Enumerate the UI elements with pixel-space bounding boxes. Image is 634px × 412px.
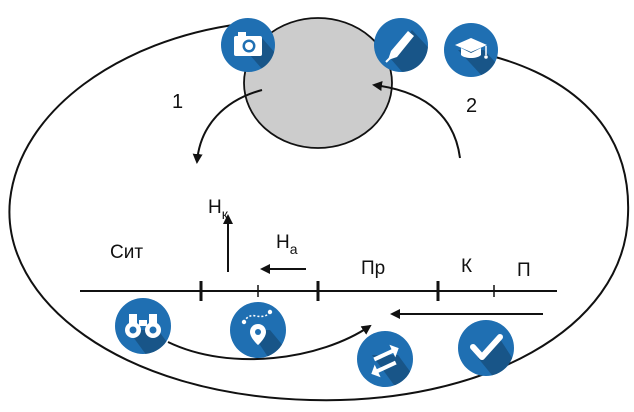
arrow-1 <box>192 89 263 164</box>
label-nk: Нк <box>208 197 229 222</box>
swap-arrows-icon <box>357 331 413 387</box>
number-2: 2 <box>466 95 477 117</box>
arrow-2 <box>372 81 461 159</box>
number-1: 1 <box>172 91 183 113</box>
label-pr: Пр <box>361 258 385 279</box>
label-k: К <box>461 256 472 277</box>
graduation-cap-icon <box>444 23 498 77</box>
outer-loop <box>8 23 630 402</box>
camera-icon <box>221 18 275 72</box>
map-route-icon <box>230 302 286 358</box>
central-oval <box>243 17 393 149</box>
arrow-curve-bottom <box>167 324 372 361</box>
checkmark-icon <box>458 320 514 376</box>
label-sit: Сит <box>110 242 143 263</box>
label-na: На <box>276 232 298 257</box>
label-p: П <box>517 260 531 281</box>
binoculars-icon <box>115 298 171 354</box>
pencil-icon <box>374 18 428 72</box>
